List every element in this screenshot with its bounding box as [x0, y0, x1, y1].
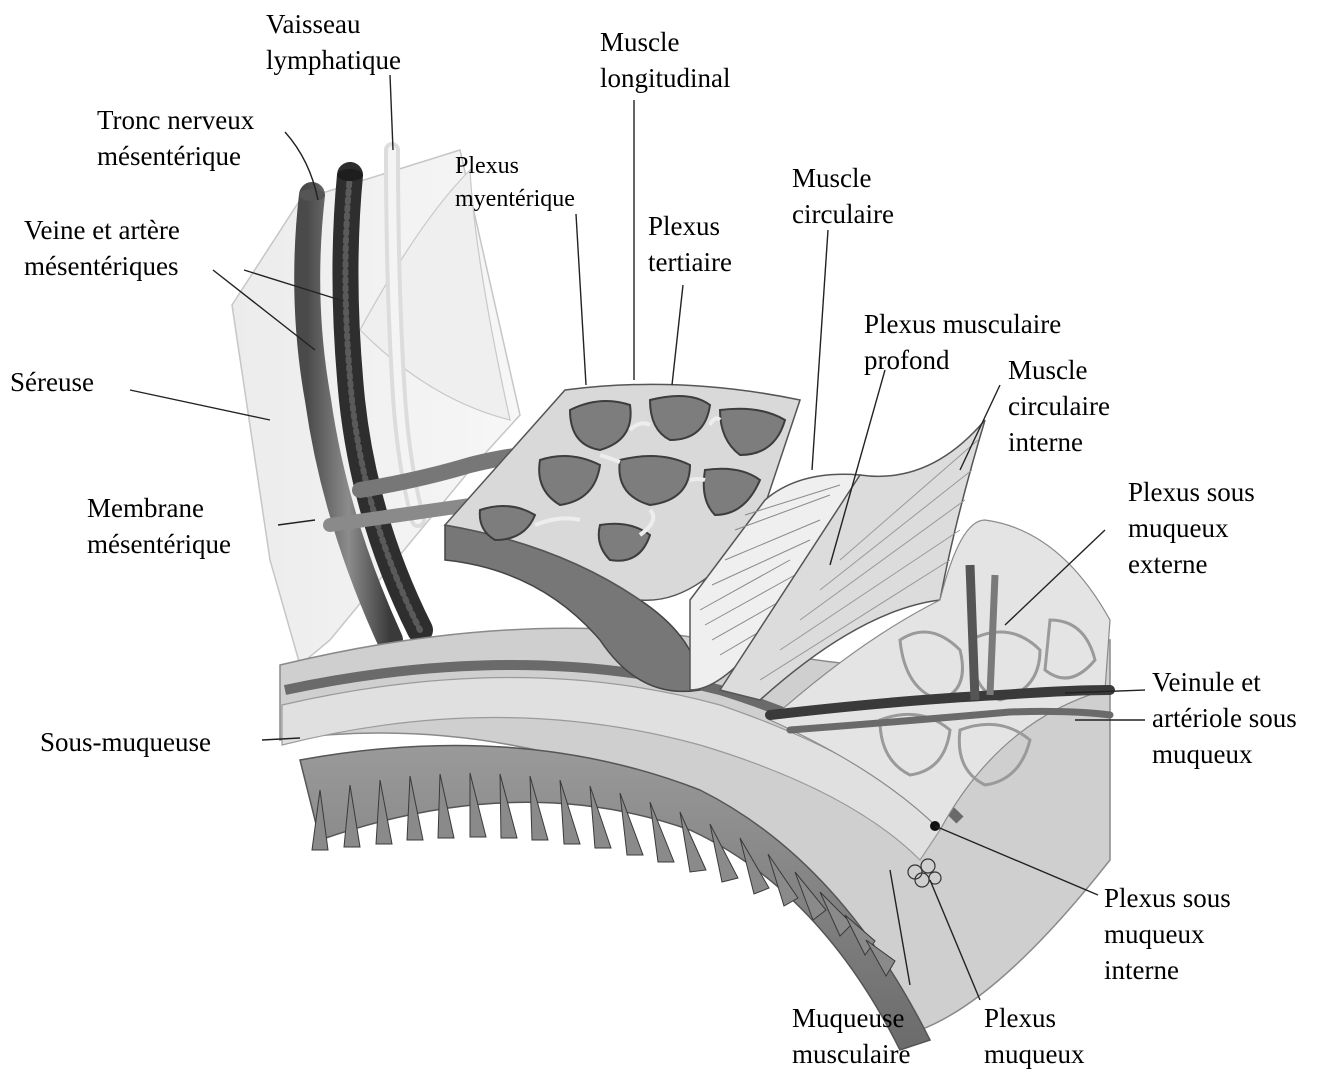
label-veinule-arteriole: Veinule et artériole sous muqueux [1152, 664, 1297, 772]
vein-opening [299, 189, 325, 201]
label-vaisseau-lymphatique: Vaisseau lymphatique [266, 6, 401, 78]
label-membrane-mesenterique: Membrane mésentérique [87, 490, 231, 562]
label-sous-muqueuse: Sous-muqueuse [40, 724, 211, 760]
label-plexus-tertiaire: Plexus tertiaire [648, 208, 732, 280]
label-plexus-sous-muqueux-interne: Plexus sous muqueux interne [1104, 880, 1231, 988]
label-plexus-muqueux: Plexus muqueux [984, 1000, 1085, 1072]
label-plexus-sous-muqueux-externe: Plexus sous muqueux externe [1128, 474, 1255, 582]
label-sereuse: Séreuse [10, 364, 94, 400]
label-veine-artere: Veine et artère mésentériques [24, 212, 180, 284]
label-muscle-longitudinal: Muscle longitudinal [600, 24, 731, 96]
label-plexus-myenterique: Plexus myentérique [455, 150, 575, 216]
label-muscle-circulaire: Muscle circulaire [792, 160, 894, 232]
label-muqueuse-musculaire: Muqueuse musculaire [792, 1000, 910, 1072]
label-muscle-circulaire-interne: Muscle circulaire interne [1008, 352, 1110, 460]
artery-opening [337, 169, 363, 181]
label-tronc-nerveux: Tronc nerveux mésentérique [97, 102, 254, 174]
